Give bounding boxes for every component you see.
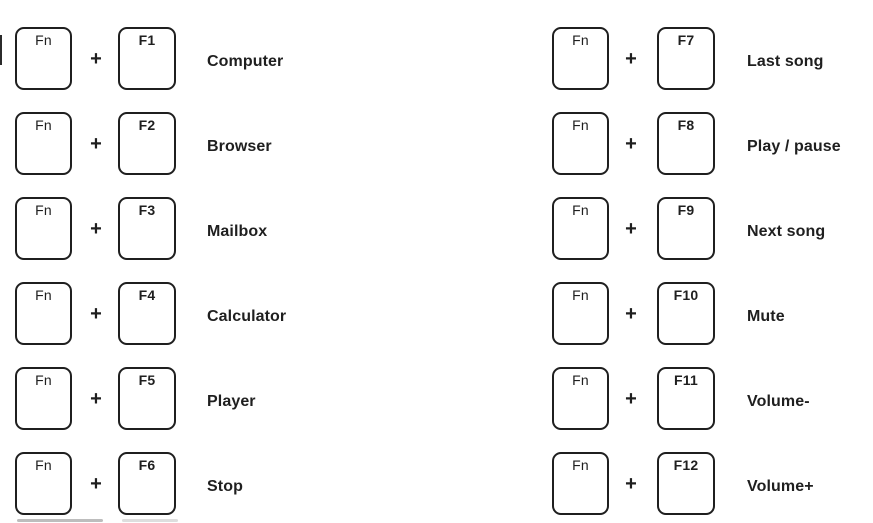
action-label: Play / pause <box>747 138 841 155</box>
action-label: Volume+ <box>747 478 814 495</box>
shortcut-row-f1: Fn + F1 Computer <box>15 27 286 90</box>
plus-sign: + <box>90 217 102 240</box>
fn-key-label: Fn <box>35 457 52 473</box>
fn-key-label: Fn <box>35 202 52 218</box>
fn-key: Fn <box>552 452 609 515</box>
fn-key-label: Fn <box>572 457 589 473</box>
plus-sign: + <box>625 387 637 410</box>
fn-key-label: Fn <box>572 117 589 133</box>
fn-key-label: Fn <box>35 117 52 133</box>
f2-key-label: F2 <box>138 117 156 133</box>
f9-key-label: F9 <box>677 202 695 218</box>
f12-key: F12 <box>657 452 715 515</box>
f7-key: F7 <box>657 27 715 90</box>
action-label: Stop <box>207 478 243 495</box>
shortcut-row-f11: Fn + F11 Volume- <box>552 367 841 430</box>
fn-key: Fn <box>15 282 72 345</box>
shortcut-row-f7: Fn + F7 Last song <box>552 27 841 90</box>
f6-key-label: F6 <box>138 457 156 473</box>
f9-key: F9 <box>657 197 715 260</box>
shortcut-row-f5: Fn + F5 Player <box>15 367 286 430</box>
f10-key: F10 <box>657 282 715 345</box>
action-label: Last song <box>747 53 824 70</box>
plus-sign: + <box>90 387 102 410</box>
plus-sign: + <box>90 132 102 155</box>
fn-key: Fn <box>15 112 72 175</box>
f5-key: F5 <box>118 367 176 430</box>
f11-key-label: F11 <box>674 372 698 388</box>
plus-sign: + <box>625 47 637 70</box>
fn-key: Fn <box>552 112 609 175</box>
f3-key: F3 <box>118 197 176 260</box>
fn-key-label: Fn <box>572 372 589 388</box>
scan-artifact-bottom-left-2 <box>122 519 178 522</box>
action-label: Player <box>207 393 256 410</box>
f11-key: F11 <box>657 367 715 430</box>
fn-key-label: Fn <box>35 32 52 48</box>
shortcut-row-f3: Fn + F3 Mailbox <box>15 197 286 260</box>
f12-key-label: F12 <box>673 457 699 473</box>
fn-key-label: Fn <box>35 372 52 388</box>
fn-key-label: Fn <box>572 287 589 303</box>
shortcut-row-f4: Fn + F4 Calculator <box>15 282 286 345</box>
plus-sign: + <box>625 132 637 155</box>
shortcut-column-left: Fn + F1 Computer Fn + F2 Browser Fn + F3… <box>15 27 286 523</box>
fn-key: Fn <box>15 197 72 260</box>
shortcut-row-f9: Fn + F9 Next song <box>552 197 841 260</box>
fn-key: Fn <box>552 197 609 260</box>
f1-key: F1 <box>118 27 176 90</box>
shortcut-row-f8: Fn + F8 Play / pause <box>552 112 841 175</box>
fn-key-label: Fn <box>572 32 589 48</box>
action-label: Calculator <box>207 308 287 325</box>
action-label: Next song <box>747 223 826 240</box>
f3-key-label: F3 <box>138 202 156 218</box>
plus-sign: + <box>90 47 102 70</box>
action-label: Browser <box>207 138 272 155</box>
action-label: Mute <box>747 308 785 325</box>
f4-key-label: F4 <box>138 287 156 303</box>
scan-artifact-bottom-left <box>17 519 103 522</box>
f7-key-label: F7 <box>677 32 695 48</box>
fn-key: Fn <box>552 367 609 430</box>
plus-sign: + <box>90 302 102 325</box>
f1-key-label: F1 <box>138 32 156 48</box>
fn-key: Fn <box>552 27 609 90</box>
shortcut-row-f6: Fn + F6 Stop <box>15 452 286 515</box>
action-label: Computer <box>207 53 284 70</box>
plus-sign: + <box>625 302 637 325</box>
f8-key-label: F8 <box>677 117 695 133</box>
plus-sign: + <box>90 472 102 495</box>
shortcut-row-f2: Fn + F2 Browser <box>15 112 286 175</box>
fn-key-label: Fn <box>572 202 589 218</box>
shortcut-column-right: Fn + F7 Last song Fn + F8 Play / pause F… <box>552 27 841 523</box>
fn-key: Fn <box>15 452 72 515</box>
scan-artifact-left-edge <box>0 35 2 65</box>
fn-key: Fn <box>552 282 609 345</box>
f6-key: F6 <box>118 452 176 515</box>
f2-key: F2 <box>118 112 176 175</box>
shortcut-row-f10: Fn + F10 Mute <box>552 282 841 345</box>
f8-key: F8 <box>657 112 715 175</box>
f5-key-label: F5 <box>138 372 156 388</box>
fn-key: Fn <box>15 367 72 430</box>
fn-key: Fn <box>15 27 72 90</box>
f10-key-label: F10 <box>673 287 699 303</box>
plus-sign: + <box>625 472 637 495</box>
plus-sign: + <box>625 217 637 240</box>
shortcut-row-f12: Fn + F12 Volume+ <box>552 452 841 515</box>
fn-key-label: Fn <box>35 287 52 303</box>
action-label: Volume- <box>747 393 810 410</box>
action-label: Mailbox <box>207 223 268 240</box>
f4-key: F4 <box>118 282 176 345</box>
